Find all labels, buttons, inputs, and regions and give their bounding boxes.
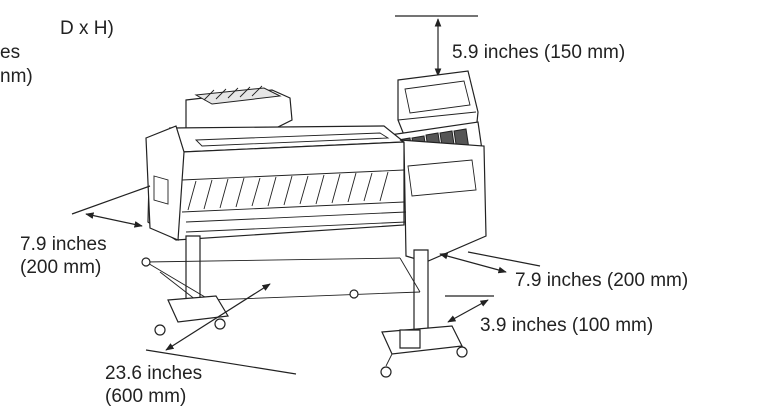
left-reference-line <box>71 185 151 215</box>
size-note-line-2: es <box>0 42 21 63</box>
size-note-line-1: D x H) <box>60 18 114 39</box>
size-note-line-3: nm) <box>0 66 33 87</box>
front-reference-line <box>145 349 297 375</box>
back-clearance-label: 3.9 inches (100 mm) <box>480 315 654 336</box>
front-clearance-label-2: (600 mm) <box>105 386 187 407</box>
back-clearance-arrow <box>447 299 489 323</box>
open-cover <box>397 70 479 141</box>
front-clearance-arrow <box>165 283 271 351</box>
right-clearance-arrow <box>439 252 507 274</box>
left-clearance-arrow <box>85 212 143 228</box>
left-clearance-label-1: 7.9 inches <box>20 234 107 255</box>
printer-stand <box>141 235 468 378</box>
front-clearance-label-1: 23.6 inches <box>105 363 203 384</box>
top-clearance-label: 5.9 inches (150 mm) <box>452 42 626 63</box>
right-reference-line <box>467 251 541 267</box>
right-clearance-label: 7.9 inches (200 mm) <box>515 270 689 291</box>
left-clearance-label-2: (200 mm) <box>20 257 102 278</box>
printer-body <box>145 125 487 263</box>
left-top-unit <box>185 85 293 133</box>
